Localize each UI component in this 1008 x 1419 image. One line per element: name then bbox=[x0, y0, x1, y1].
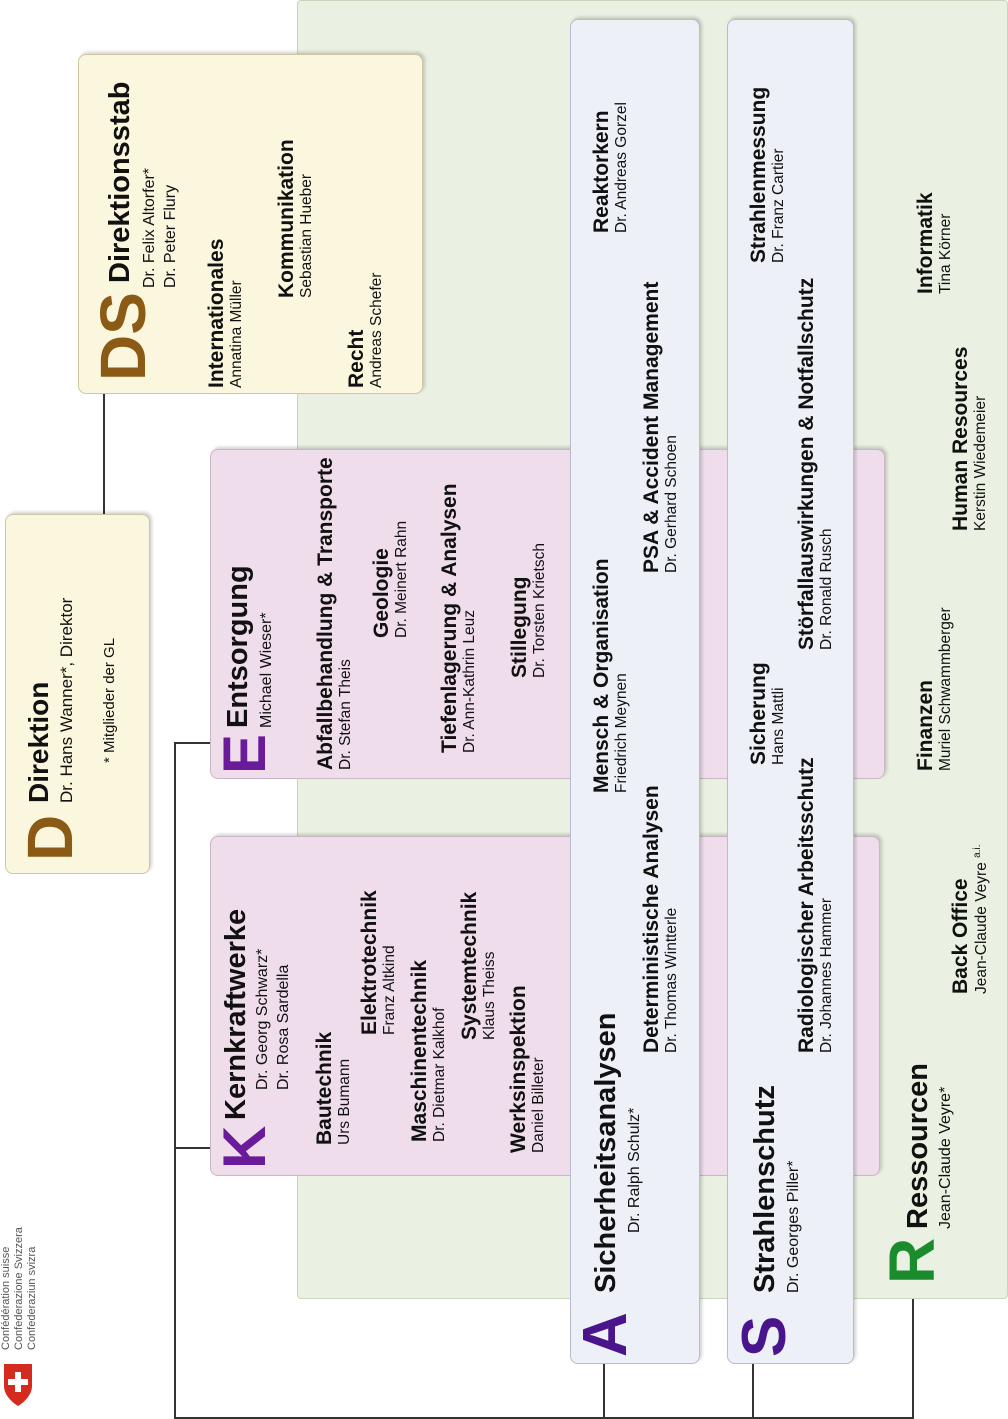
unit-mensch-organisation: Mensch & Organisation Friedrich Meynen bbox=[590, 558, 631, 793]
strahlenschutz-title: Strahlenschutz bbox=[749, 1085, 781, 1293]
unit-human-resources: Human Resources Kerstin Wiedemeier bbox=[949, 346, 990, 531]
connector-s bbox=[752, 1364, 754, 1419]
unit-stoerfallauswirkungen: Störfallauswirkungen & Notfallschutz Dr.… bbox=[795, 277, 836, 650]
ressourcen-title: Ressourcen bbox=[902, 1062, 934, 1229]
unit-informatik: Informatik Tina Körner bbox=[914, 192, 955, 294]
direktion-title: Direktion bbox=[23, 681, 54, 803]
unit-kommunikation: Kommunikation Sebastian Hueber bbox=[275, 139, 316, 298]
swiss-logo bbox=[0, 1360, 36, 1410]
unit-tiefenlagerung: Tiefenlagerung & Analysen Dr. Ann-Kathri… bbox=[438, 483, 479, 753]
connector-a bbox=[603, 1364, 605, 1419]
sicherheitsanalysen-box: A Sicherheitsanalysen Dr. Ralph Schulz* … bbox=[570, 19, 700, 1364]
unit-finanzen: Finanzen Muriel Schwammberger bbox=[914, 607, 955, 771]
connector-direktion bbox=[174, 744, 176, 1419]
unit-radiologischer-arbeitsschutz: Radiologischer Arbeitsschutz Dr. Johanne… bbox=[795, 757, 836, 1053]
sicherheitsanalysen-title: Sicherheitsanalysen bbox=[590, 1012, 622, 1293]
direktion-person: Dr. Hans Wanner*, Direktor bbox=[57, 597, 76, 803]
direktionsstab-letter: DS bbox=[87, 292, 159, 381]
sicherheitsanalysen-person: Dr. Ralph Schulz* bbox=[626, 1107, 643, 1233]
unit-geologie: Geologie Dr. Meinert Rahn bbox=[370, 520, 411, 638]
confederation-text: Confédération suisse Confederazione Sviz… bbox=[0, 1227, 39, 1350]
entsorgung-person: Michael Wieser* bbox=[258, 612, 275, 728]
entsorgung-title: Entsorgung bbox=[222, 565, 254, 728]
ressourcen-letter: R bbox=[876, 1237, 948, 1284]
kernkraftwerke-title: Kernkraftwerke bbox=[220, 908, 252, 1120]
strahlenschutz-box: S Strahlenschutz Dr. Georges Piller* Rad… bbox=[727, 19, 854, 1364]
direktion-letter: D bbox=[14, 814, 86, 861]
unit-maschinentechnik: Maschinentechnik Dr. Dietmar Kalkhof bbox=[408, 959, 449, 1142]
unit-internationales: Internationales Annatina Müller bbox=[205, 238, 246, 388]
direktionsstab-person-1: Dr. Felix Altorfer* bbox=[141, 167, 158, 288]
direktion-box: D Direktion Dr. Hans Wanner*, Direktor *… bbox=[5, 514, 150, 874]
unit-stillegung: Stillegung Dr. Torsten Krietsch bbox=[508, 543, 549, 678]
unit-strahlenmessung: Strahlenmessung Dr. Franz Cartier bbox=[747, 86, 788, 263]
direktionsstab-box: DS Direktionsstab Dr. Felix Altorfer* Dr… bbox=[78, 54, 423, 394]
connector-r bbox=[912, 1299, 914, 1419]
unit-systemtechnik: Systemtechnik Klaus Theiss bbox=[458, 891, 499, 1040]
unit-reaktorkern: Reaktorkern Dr. Andreas Gorzel bbox=[590, 102, 631, 233]
unit-werksinspektion: Werksinspektion Daniel Billeter bbox=[507, 985, 548, 1153]
sicherheitsanalysen-letter: A bbox=[571, 1312, 640, 1357]
kernkraftwerke-person-2: Dr. Rosa Sardella bbox=[275, 964, 292, 1090]
direktionsstab-title: Direktionsstab bbox=[104, 81, 136, 283]
unit-psa-accident-management: PSA & Accident Management Dr. Gerhard Sc… bbox=[640, 281, 681, 573]
direktion-note: * Mitglieder der GL bbox=[101, 637, 118, 763]
kernkraftwerke-letter: K bbox=[211, 1125, 278, 1169]
swiss-shield-icon bbox=[4, 1364, 32, 1406]
connector-e bbox=[174, 742, 210, 744]
unit-recht: Recht Andreas Schefer bbox=[345, 272, 386, 388]
connector-ds bbox=[103, 394, 105, 514]
connector-k bbox=[174, 1147, 210, 1149]
unit-sicherung: Sicherung Hans Mattli bbox=[747, 662, 788, 765]
entsorgung-letter: E bbox=[211, 733, 278, 774]
unit-deterministische-analysen: Deterministische Analysen Dr. Thomas Win… bbox=[640, 785, 681, 1053]
strahlenschutz-person: Dr. Georges Piller* bbox=[785, 1160, 802, 1294]
strahlenschutz-letter: S bbox=[730, 1315, 799, 1357]
unit-back-office: Back Office Jean-Claude Veyre a.i. bbox=[949, 844, 991, 995]
unit-abfallbehandlung: Abfallbehandlung & Transporte Dr. Stefan… bbox=[314, 457, 355, 770]
kernkraftwerke-person-1: Dr. Georg Schwarz* bbox=[254, 948, 271, 1090]
unit-elektrotechnik: Elektrotechnik Franz Altkind bbox=[358, 890, 399, 1035]
direktionsstab-person-2: Dr. Peter Flury bbox=[162, 184, 179, 288]
unit-bautechnik: Bautechnik Urs Bumann bbox=[313, 1031, 354, 1145]
ressourcen-person: Jean-Claude Veyre* bbox=[937, 1086, 954, 1229]
